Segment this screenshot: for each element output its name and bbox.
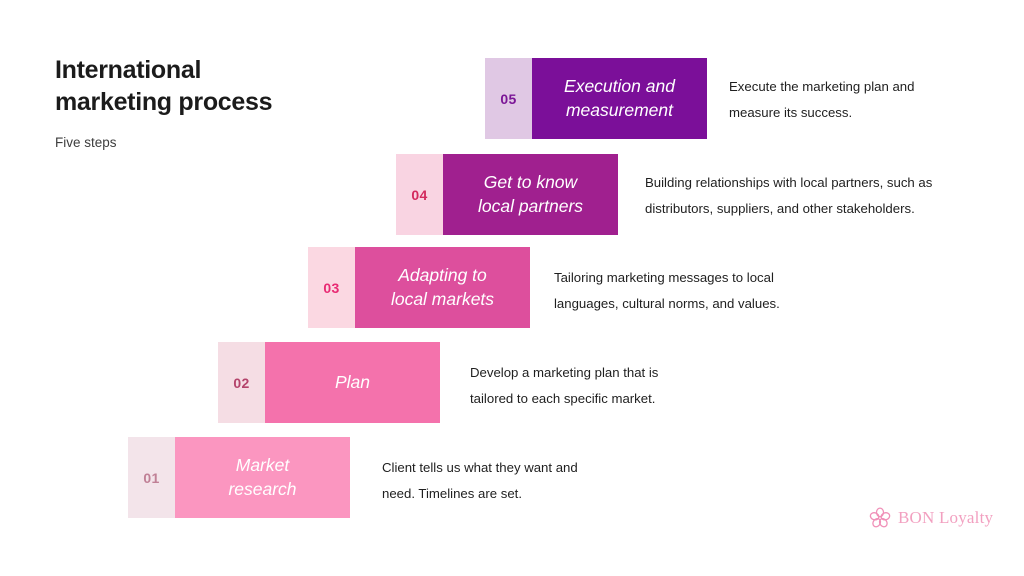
step-number-box-01: 01 — [128, 437, 175, 518]
process-step-04[interactable]: 04 Get to know local partners — [396, 154, 618, 235]
step-number-05: 05 — [500, 90, 517, 107]
step-description-05: Execute the marketing plan and measure i… — [729, 79, 915, 120]
step-label-04: Get to know local partners — [443, 154, 618, 235]
step-number-box-04: 04 — [396, 154, 443, 235]
step-label-02: Plan — [265, 342, 440, 423]
step-number-box-05: 05 — [485, 58, 532, 139]
step-label-05: Execution and measurement — [532, 58, 707, 139]
process-step-05[interactable]: 05 Execution and measurement — [485, 58, 707, 139]
heading-block: International marketing process Five ste… — [55, 54, 385, 152]
step-number-box-02: 02 — [218, 342, 265, 423]
step-number-01: 01 — [143, 469, 160, 486]
page-title: International marketing process — [55, 56, 273, 116]
step-number-03: 03 — [323, 279, 340, 296]
brand-name: BON Loyalty — [898, 508, 994, 527]
page-subtitle: Five steps — [55, 135, 117, 150]
flower-icon — [868, 506, 892, 530]
step-label-03: Adapting to local markets — [355, 247, 530, 328]
process-step-01[interactable]: 01 Market research — [128, 437, 350, 518]
step-description-01: Client tells us what they want and need.… — [382, 460, 578, 501]
step-number-box-03: 03 — [308, 247, 355, 328]
step-description-03: Tailoring marketing messages to local la… — [554, 270, 780, 311]
step-number-04: 04 — [411, 186, 428, 203]
step-number-02: 02 — [233, 374, 250, 391]
step-description-02: Develop a marketing plan that is tailore… — [470, 365, 659, 406]
brand-logo: BON Loyalty — [868, 506, 993, 530]
process-step-03[interactable]: 03 Adapting to local markets — [308, 247, 530, 328]
step-description-04: Building relationships with local partne… — [645, 175, 933, 216]
process-step-02[interactable]: 02 Plan — [218, 342, 440, 423]
step-label-01: Market research — [175, 437, 350, 518]
